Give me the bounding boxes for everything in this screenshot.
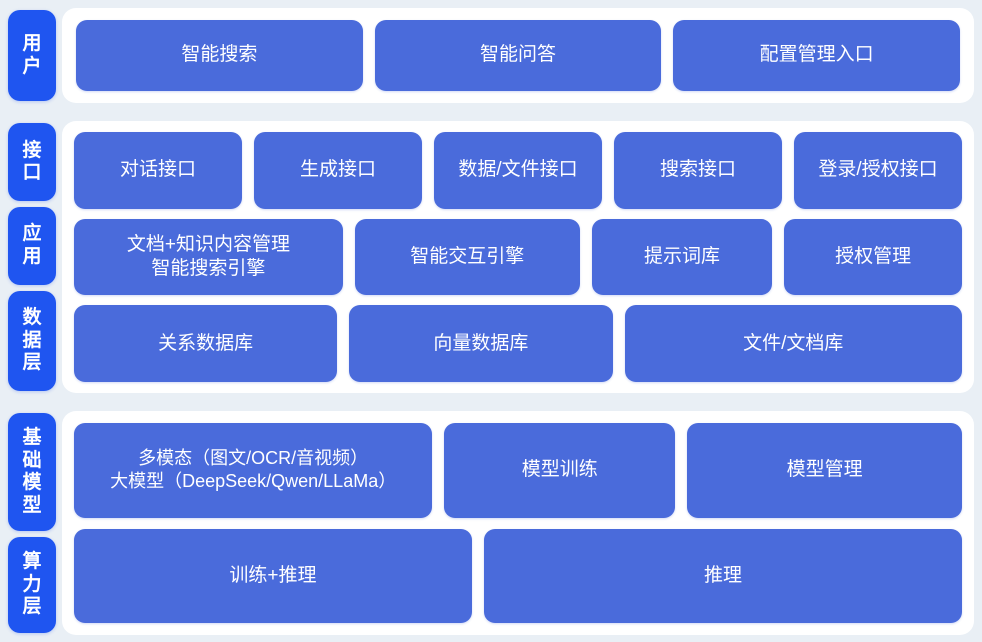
box-dialog-interface[interactable]: 对话接口 (74, 132, 242, 209)
box-intelligent-qa[interactable]: 智能问答 (374, 20, 662, 91)
side-label-compute-layer-char-2: 层 (22, 596, 42, 618)
application-row: 文档+知识内容管理 智能搜索引擎 智能交互引擎 提示词库 授权管理 (74, 218, 962, 296)
side-label-foundation-model-char-1: 础 (22, 449, 42, 471)
side-label-interface-char-0: 接 (22, 139, 42, 161)
box-prompt-library[interactable]: 提示词库 (591, 218, 773, 296)
box-inference-line-0: 推理 (703, 564, 742, 586)
side-label-application-char-1: 用 (22, 245, 42, 267)
side-label-application-char-0: 应 (22, 223, 42, 245)
box-doc-knowledge-content-management-line-0: 文档+知识内容管理 (126, 233, 290, 255)
side-label-data-layer: 数 据 层 (8, 290, 56, 391)
box-intelligent-search-line-0: 智能搜索 (181, 44, 258, 66)
box-file-document-repository-line-0: 文件/文档库 (743, 332, 844, 354)
base-layer-label-column: 基 础 模 型 算 力 层 (8, 411, 56, 635)
box-multimodal-large-model[interactable]: 多模态（图文/OCR/音视频） 大模型（DeepSeek/Qwen/LLaMa） (74, 423, 433, 518)
box-generation-interface-line-0: 生成接口 (299, 159, 376, 181)
box-data-file-interface-line-0: 数据/文件接口 (458, 159, 578, 181)
power-row: 训练+推理 推理 (74, 528, 962, 623)
box-file-document-repository[interactable]: 文件/文档库 (624, 305, 962, 383)
middle-layer-label-column: 接 口 应 用 数 据 层 (8, 121, 56, 393)
side-label-compute-layer: 算 力 层 (8, 537, 56, 633)
box-generation-interface[interactable]: 生成接口 (254, 132, 422, 209)
box-search-interface[interactable]: 搜索接口 (614, 132, 782, 209)
box-multimodal-large-model-line-1: 大模型（DeepSeek/Qwen/LLaMa） (110, 471, 397, 492)
side-label-foundation-model-char-0: 基 (22, 427, 42, 449)
box-intelligent-search[interactable]: 智能搜索 (76, 20, 363, 91)
side-label-interface-char-1: 口 (22, 161, 42, 183)
box-dialog-interface-line-0: 对话接口 (119, 159, 196, 181)
box-intelligent-interaction-engine[interactable]: 智能交互引擎 (354, 218, 580, 296)
box-training-plus-inference[interactable]: 训练+推理 (74, 528, 472, 623)
user-layer-label-column: 用 户 (8, 8, 56, 103)
box-training-plus-inference-line-0: 训练+推理 (229, 564, 317, 586)
interface-row: 对话接口 生成接口 数据/文件接口 搜索接口 登录/授权接口 (74, 132, 962, 209)
data-row: 关系数据库 向量数据库 文件/文档库 (74, 305, 962, 383)
side-label-data-layer-char-2: 层 (22, 352, 42, 374)
box-multimodal-large-model-line-0: 多模态（图文/OCR/音视频） (138, 448, 369, 469)
base-layer-card: 多模态（图文/OCR/音视频） 大模型（DeepSeek/Qwen/LLaMa）… (62, 411, 974, 635)
user-layer-group: 用 户 智能搜索 智能问答 配置管理入口 (8, 8, 974, 103)
box-intelligent-qa-line-0: 智能问答 (480, 44, 557, 66)
side-label-compute-layer-char-0: 算 (22, 551, 42, 573)
base-layer-group: 基 础 模 型 算 力 层 多模态（图文/OCR/音视频） 大模型（DeepSe… (8, 411, 974, 635)
box-relational-database-line-0: 关系数据库 (158, 332, 254, 354)
side-label-data-layer-char-1: 据 (22, 329, 42, 351)
box-doc-knowledge-content-management[interactable]: 文档+知识内容管理 智能搜索引擎 (74, 218, 343, 296)
side-label-user-char-0: 用 (22, 33, 42, 55)
user-row: 智能搜索 智能问答 配置管理入口 (76, 20, 961, 91)
side-label-application: 应 用 (8, 206, 56, 285)
box-login-auth-interface-line-0: 登录/授权接口 (818, 159, 938, 181)
box-vector-database[interactable]: 向量数据库 (349, 305, 613, 383)
box-relational-database[interactable]: 关系数据库 (74, 305, 338, 383)
box-model-training[interactable]: 模型训练 (444, 423, 676, 518)
side-label-user: 用 户 (8, 10, 56, 101)
box-vector-database-line-0: 向量数据库 (433, 332, 529, 354)
box-model-management-line-0: 模型管理 (786, 459, 863, 481)
box-prompt-library-line-0: 提示词库 (643, 245, 720, 267)
box-config-management-entry-line-0: 配置管理入口 (759, 44, 874, 66)
box-search-interface-line-0: 搜索接口 (659, 159, 736, 181)
box-authorization-management-line-0: 授权管理 (835, 245, 912, 267)
box-config-management-entry[interactable]: 配置管理入口 (673, 20, 961, 91)
side-label-foundation-model-char-3: 型 (22, 494, 42, 516)
side-label-foundation-model-char-2: 模 (22, 472, 42, 494)
box-data-file-interface[interactable]: 数据/文件接口 (434, 132, 602, 209)
side-label-compute-layer-char-1: 力 (22, 573, 42, 595)
box-doc-knowledge-content-management-line-1: 智能搜索引擎 (151, 258, 266, 279)
box-model-management[interactable]: 模型管理 (687, 423, 963, 518)
side-label-data-layer-char-0: 数 (22, 307, 42, 329)
user-layer-card: 智能搜索 智能问答 配置管理入口 (62, 8, 974, 103)
box-inference[interactable]: 推理 (483, 528, 962, 623)
side-label-interface: 接 口 (8, 123, 56, 201)
box-intelligent-interaction-engine-line-0: 智能交互引擎 (410, 245, 525, 267)
box-authorization-management[interactable]: 授权管理 (784, 218, 962, 296)
model-row: 多模态（图文/OCR/音视频） 大模型（DeepSeek/Qwen/LLaMa）… (74, 423, 963, 518)
middle-layer-group: 接 口 应 用 数 据 层 对话接口 生成接口 (8, 121, 974, 393)
side-label-user-char-1: 户 (22, 55, 42, 77)
box-login-auth-interface[interactable]: 登录/授权接口 (794, 132, 962, 209)
side-label-foundation-model: 基 础 模 型 (8, 413, 56, 532)
box-model-training-line-0: 模型训练 (521, 459, 598, 481)
middle-layer-card: 对话接口 生成接口 数据/文件接口 搜索接口 登录/授权接口 文档+知识内容管理 (62, 121, 974, 393)
